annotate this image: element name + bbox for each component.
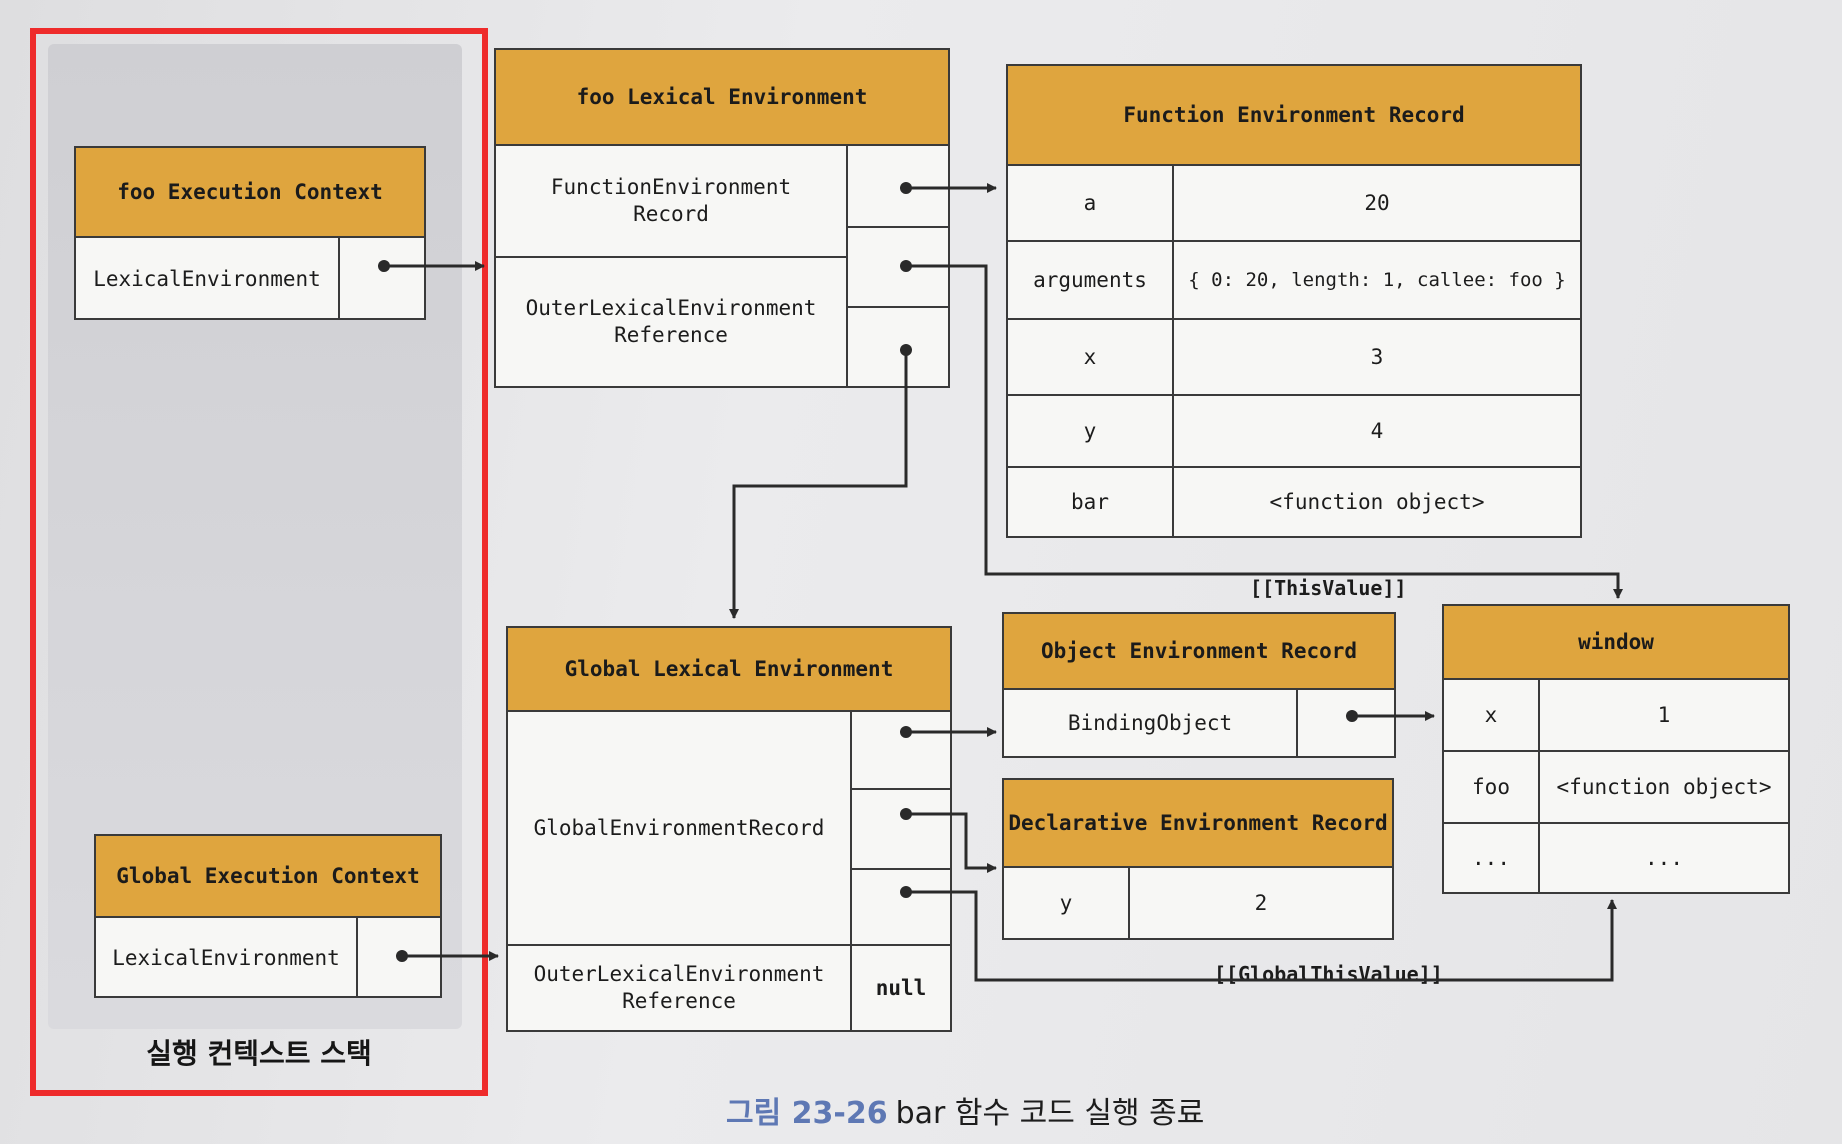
execution-context-stack-label: 실행 컨텍스트 스택	[146, 1037, 372, 1070]
this-value-label: [[ThisValue]]	[1250, 576, 1407, 600]
global-execution-context-title: Global Execution Context	[96, 836, 440, 918]
global-context-lexical-environment-label: LexicalEnvironment	[112, 945, 340, 970]
arrow-global-this-value-to-window	[906, 890, 1617, 982]
window-title: window	[1444, 606, 1788, 680]
fer-row-x-value: 3	[1370, 344, 1384, 369]
declarative-environment-record-title: Declarative Environment Record	[1004, 780, 1392, 868]
der-row-y-name: y	[1059, 890, 1073, 915]
pointer-dot	[1346, 710, 1358, 722]
pointer-dot	[900, 808, 912, 820]
foo-lexical-environment: foo Lexical Environment FunctionEnvironm…	[494, 48, 950, 388]
fer-row-bar-value: <function object>	[1269, 489, 1485, 514]
foo-context-lexical-environment-label: LexicalEnvironment	[93, 266, 321, 291]
pointer-dot	[900, 886, 912, 898]
pointer-dot	[900, 182, 912, 194]
fer-row-bar-name: bar	[1071, 489, 1109, 514]
object-environment-record-title: Object Environment Record	[1004, 614, 1394, 690]
caption-text: 함수 코드 실행 종료	[954, 1096, 1205, 1131]
function-environment-record-label: FunctionEnvironment Record	[550, 175, 792, 226]
foo-execution-context-title: foo Execution Context	[76, 148, 424, 238]
fer-row-arguments-name: arguments	[1033, 267, 1147, 292]
pointer-dot	[378, 260, 390, 272]
pointer-dot	[900, 260, 912, 272]
declarative-environment-record: Declarative Environment Record y 2	[1002, 778, 1394, 940]
arrow-outer-reference-to-global-lexical-env	[729, 350, 908, 619]
binding-object-label: BindingObject	[1067, 710, 1233, 735]
window-row-foo-value: <function object>	[1556, 774, 1772, 799]
fer-row-y-name: y	[1083, 418, 1097, 443]
function-environment-record: Function Environment Record a 20 argumen…	[1006, 64, 1582, 538]
figure-number: 그림 23-26	[726, 1096, 888, 1131]
highlight-frame	[30, 28, 488, 1096]
pointer-dot	[900, 344, 912, 356]
global-lexical-environment: Global Lexical Environment GlobalEnviron…	[506, 626, 952, 1032]
global-outer-reference-value: null	[875, 975, 927, 1000]
function-environment-record-title: Function Environment Record	[1008, 66, 1580, 166]
fer-row-x-name: x	[1083, 344, 1097, 369]
foo-execution-context: foo Execution Context LexicalEnvironment	[74, 146, 426, 320]
global-environment-record-label: GlobalEnvironmentRecord	[533, 815, 825, 840]
window-row-ellipsis-name: ...	[1472, 845, 1510, 870]
pointer-dot	[396, 950, 408, 962]
window-row-x-name: x	[1484, 702, 1498, 727]
object-environment-record: Object Environment Record BindingObject	[1002, 612, 1396, 758]
window-row-foo-name: foo	[1472, 774, 1510, 799]
global-lexical-environment-title: Global Lexical Environment	[508, 628, 950, 712]
arrow-this-value-to-window	[906, 264, 1623, 599]
global-outer-reference-label: OuterLexicalEnvironment Reference	[533, 962, 825, 1013]
fer-row-arguments-value: { 0: 20, length: 1, callee: foo }	[1188, 268, 1566, 291]
window-row-ellipsis-value: ...	[1645, 845, 1683, 870]
der-row-y-value: 2	[1254, 890, 1268, 915]
fer-row-a-value: 20	[1364, 190, 1390, 215]
caption-code: bar	[895, 1096, 946, 1131]
pointer-dot	[900, 726, 912, 738]
window-object: window x 1 foo <function object> ... ...	[1442, 604, 1790, 894]
global-execution-context: Global Execution Context LexicalEnvironm…	[94, 834, 442, 998]
foo-lexical-environment-title: foo Lexical Environment	[496, 50, 948, 146]
outer-lexical-environment-reference-label: OuterLexicalEnvironment Reference	[525, 296, 817, 347]
window-row-x-value: 1	[1657, 702, 1671, 727]
fer-row-y-value: 4	[1370, 418, 1384, 443]
global-this-value-label: [[GlobalThisValue]]	[1214, 962, 1443, 986]
fer-row-a-name: a	[1083, 190, 1097, 215]
arrow-ger-to-declarative-env-record	[906, 812, 997, 873]
